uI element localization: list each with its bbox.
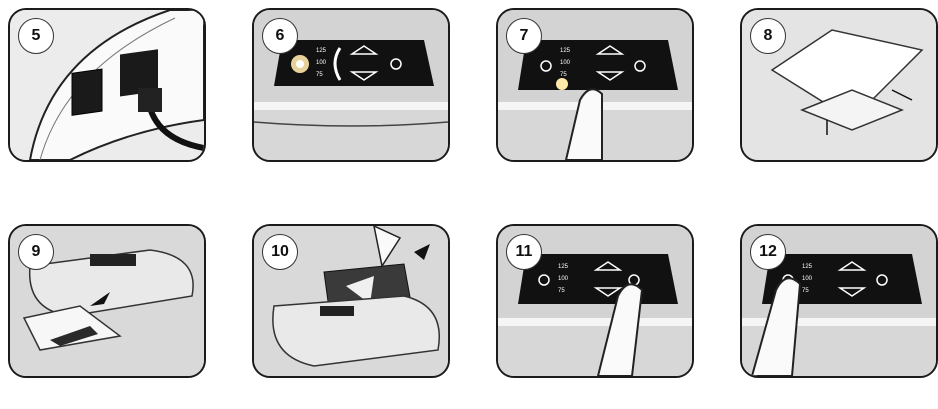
svg-text:75: 75 [802, 288, 809, 294]
svg-text:100: 100 [316, 60, 327, 66]
temperature-select-illustration: 125 100 75 [498, 10, 692, 160]
svg-text:125: 125 [560, 48, 571, 54]
step-10-panel: 10 [252, 224, 450, 378]
svg-text:75: 75 [316, 72, 323, 78]
step-7-panel: 7 125 100 75 [496, 8, 694, 162]
step-number-badge: 9 [18, 234, 54, 270]
step-number-badge: 8 [750, 18, 786, 54]
svg-text:125: 125 [558, 264, 569, 270]
control-panel-illustration: 125 100 75 [254, 10, 448, 160]
step-8-panel: 8 [740, 8, 938, 162]
svg-text:75: 75 [560, 72, 567, 78]
svg-text:125: 125 [802, 264, 813, 270]
step-number-badge: 10 [262, 234, 298, 270]
step-6-panel: 6 125 100 75 [252, 8, 450, 162]
power-switch-illustration [10, 10, 204, 160]
step-number-badge: 6 [262, 18, 298, 54]
step-9-panel: 9 [8, 224, 206, 378]
standby-button-illustration: 125 100 75 [742, 226, 936, 376]
step-12-panel: 12 125 100 75 [740, 224, 938, 378]
svg-text:75: 75 [558, 288, 565, 294]
svg-text:100: 100 [802, 276, 813, 282]
step-number-badge: 11 [506, 234, 542, 270]
step-number-badge: 12 [750, 234, 786, 270]
step-11-panel: 11 125 100 75 [496, 224, 694, 378]
svg-text:125: 125 [316, 48, 327, 54]
step-number-badge: 7 [506, 18, 542, 54]
svg-text:100: 100 [558, 276, 569, 282]
svg-text:100: 100 [560, 60, 571, 66]
step-5-panel: 5 [8, 8, 206, 162]
step-number-badge: 5 [18, 18, 54, 54]
